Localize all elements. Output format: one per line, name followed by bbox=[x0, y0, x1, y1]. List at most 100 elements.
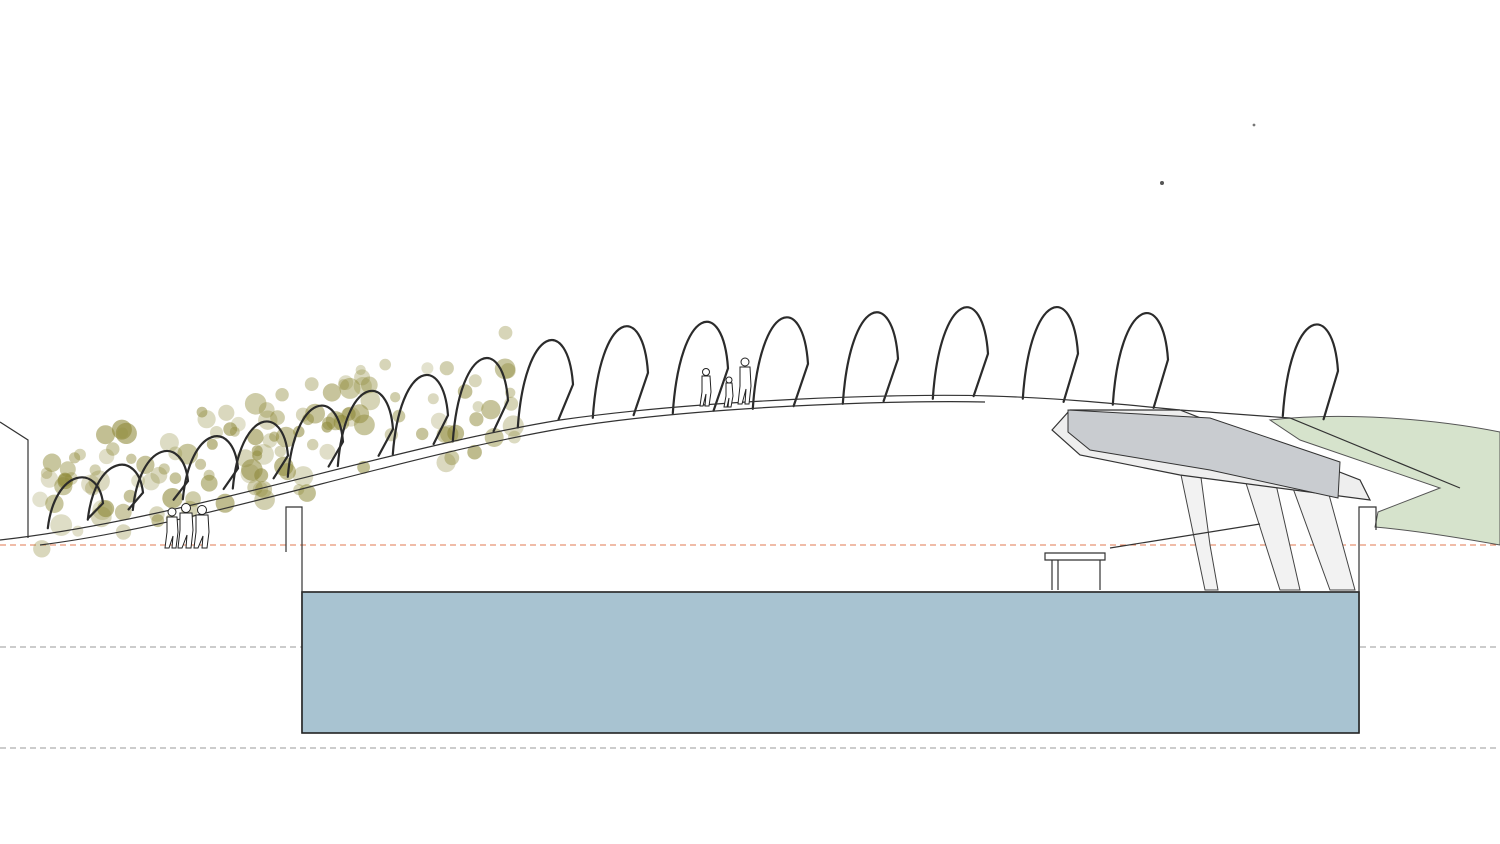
leaf bbox=[339, 377, 361, 399]
leaf bbox=[247, 428, 264, 446]
leaf bbox=[59, 461, 76, 478]
leaf bbox=[185, 491, 201, 507]
leaf bbox=[307, 438, 319, 451]
leaf bbox=[33, 540, 51, 558]
leaf bbox=[255, 481, 273, 498]
leaf bbox=[293, 466, 314, 487]
leaf bbox=[40, 467, 53, 479]
leaf bbox=[126, 453, 137, 464]
leaf bbox=[258, 402, 275, 418]
canal-right-wall bbox=[1358, 506, 1377, 733]
leaf bbox=[96, 425, 115, 445]
arch-rib bbox=[841, 311, 900, 405]
leaf bbox=[197, 410, 216, 429]
leaf bbox=[200, 474, 218, 492]
leaf bbox=[241, 459, 263, 481]
leaf bbox=[439, 361, 454, 376]
leaf bbox=[319, 443, 336, 460]
leaf bbox=[275, 388, 289, 402]
leaf bbox=[74, 448, 86, 461]
leaf bbox=[468, 374, 482, 388]
canal bbox=[285, 506, 1377, 734]
leaf bbox=[72, 525, 84, 537]
right-landscape bbox=[1268, 415, 1500, 546]
arch-rib bbox=[1281, 323, 1340, 421]
leaf bbox=[304, 377, 319, 391]
leaf bbox=[89, 464, 101, 476]
leaf bbox=[444, 450, 460, 466]
leaf bbox=[494, 358, 516, 380]
leaf bbox=[350, 404, 370, 424]
leaf bbox=[240, 464, 260, 484]
platform-brace bbox=[1109, 523, 1261, 549]
leaf bbox=[436, 453, 456, 473]
leaf bbox=[421, 362, 434, 375]
leaf bbox=[416, 427, 429, 441]
arch-rib bbox=[1111, 312, 1170, 409]
people-under-canopy bbox=[164, 503, 210, 549]
leaf bbox=[360, 376, 378, 394]
person-figure bbox=[699, 368, 712, 407]
arch-rib bbox=[391, 374, 450, 456]
leaf bbox=[481, 400, 501, 420]
leaf bbox=[258, 410, 278, 430]
canal-shelter bbox=[1044, 552, 1106, 590]
platform-glazing bbox=[1067, 409, 1341, 499]
person-figure bbox=[177, 503, 194, 549]
leaf bbox=[360, 390, 381, 411]
speck bbox=[1252, 123, 1256, 127]
leaf bbox=[390, 392, 401, 403]
arch-rib bbox=[451, 357, 510, 443]
person-figure bbox=[193, 505, 210, 549]
leaf bbox=[469, 412, 484, 427]
leaf bbox=[379, 358, 392, 371]
leaf bbox=[252, 450, 263, 461]
leaf bbox=[115, 524, 132, 540]
arch-rib bbox=[671, 320, 730, 415]
left-building-outline bbox=[0, 421, 29, 538]
leaf bbox=[196, 406, 208, 418]
arch-rib bbox=[46, 476, 105, 530]
leaf bbox=[472, 401, 484, 413]
leaf bbox=[270, 410, 285, 426]
leaf bbox=[354, 369, 371, 386]
leaf bbox=[252, 481, 269, 497]
leaf bbox=[223, 422, 238, 436]
canal-water bbox=[301, 591, 1360, 734]
leaf bbox=[111, 419, 132, 440]
leaf bbox=[106, 442, 120, 456]
leaf bbox=[338, 375, 354, 390]
leaf bbox=[498, 325, 513, 340]
arch-rib bbox=[751, 316, 810, 410]
arch-rib bbox=[516, 339, 575, 429]
arch-rib bbox=[591, 325, 650, 419]
leaf bbox=[467, 444, 482, 460]
leaf bbox=[158, 463, 170, 475]
leaf bbox=[338, 379, 350, 391]
leaf bbox=[97, 500, 115, 518]
person-figure bbox=[723, 376, 734, 408]
leaf bbox=[262, 433, 278, 448]
leaf bbox=[150, 466, 168, 484]
arch-rib bbox=[231, 420, 290, 490]
leaf bbox=[195, 458, 207, 470]
arch-structure bbox=[46, 306, 1340, 530]
leaf bbox=[427, 393, 439, 405]
leaf bbox=[169, 472, 182, 485]
leaf bbox=[321, 421, 333, 433]
person-figure bbox=[737, 357, 752, 405]
leaf bbox=[254, 489, 275, 511]
leaf bbox=[142, 473, 160, 491]
arch-rib bbox=[1021, 306, 1080, 403]
leaf bbox=[322, 383, 341, 402]
arch-rib bbox=[286, 404, 345, 478]
leaf bbox=[98, 448, 115, 465]
leaf bbox=[40, 470, 59, 488]
viewing-platform bbox=[1044, 409, 1372, 591]
leaf bbox=[32, 491, 48, 508]
arch-rib bbox=[336, 389, 395, 468]
leaf bbox=[114, 503, 132, 521]
leaf bbox=[305, 403, 325, 424]
leaf bbox=[218, 404, 235, 421]
